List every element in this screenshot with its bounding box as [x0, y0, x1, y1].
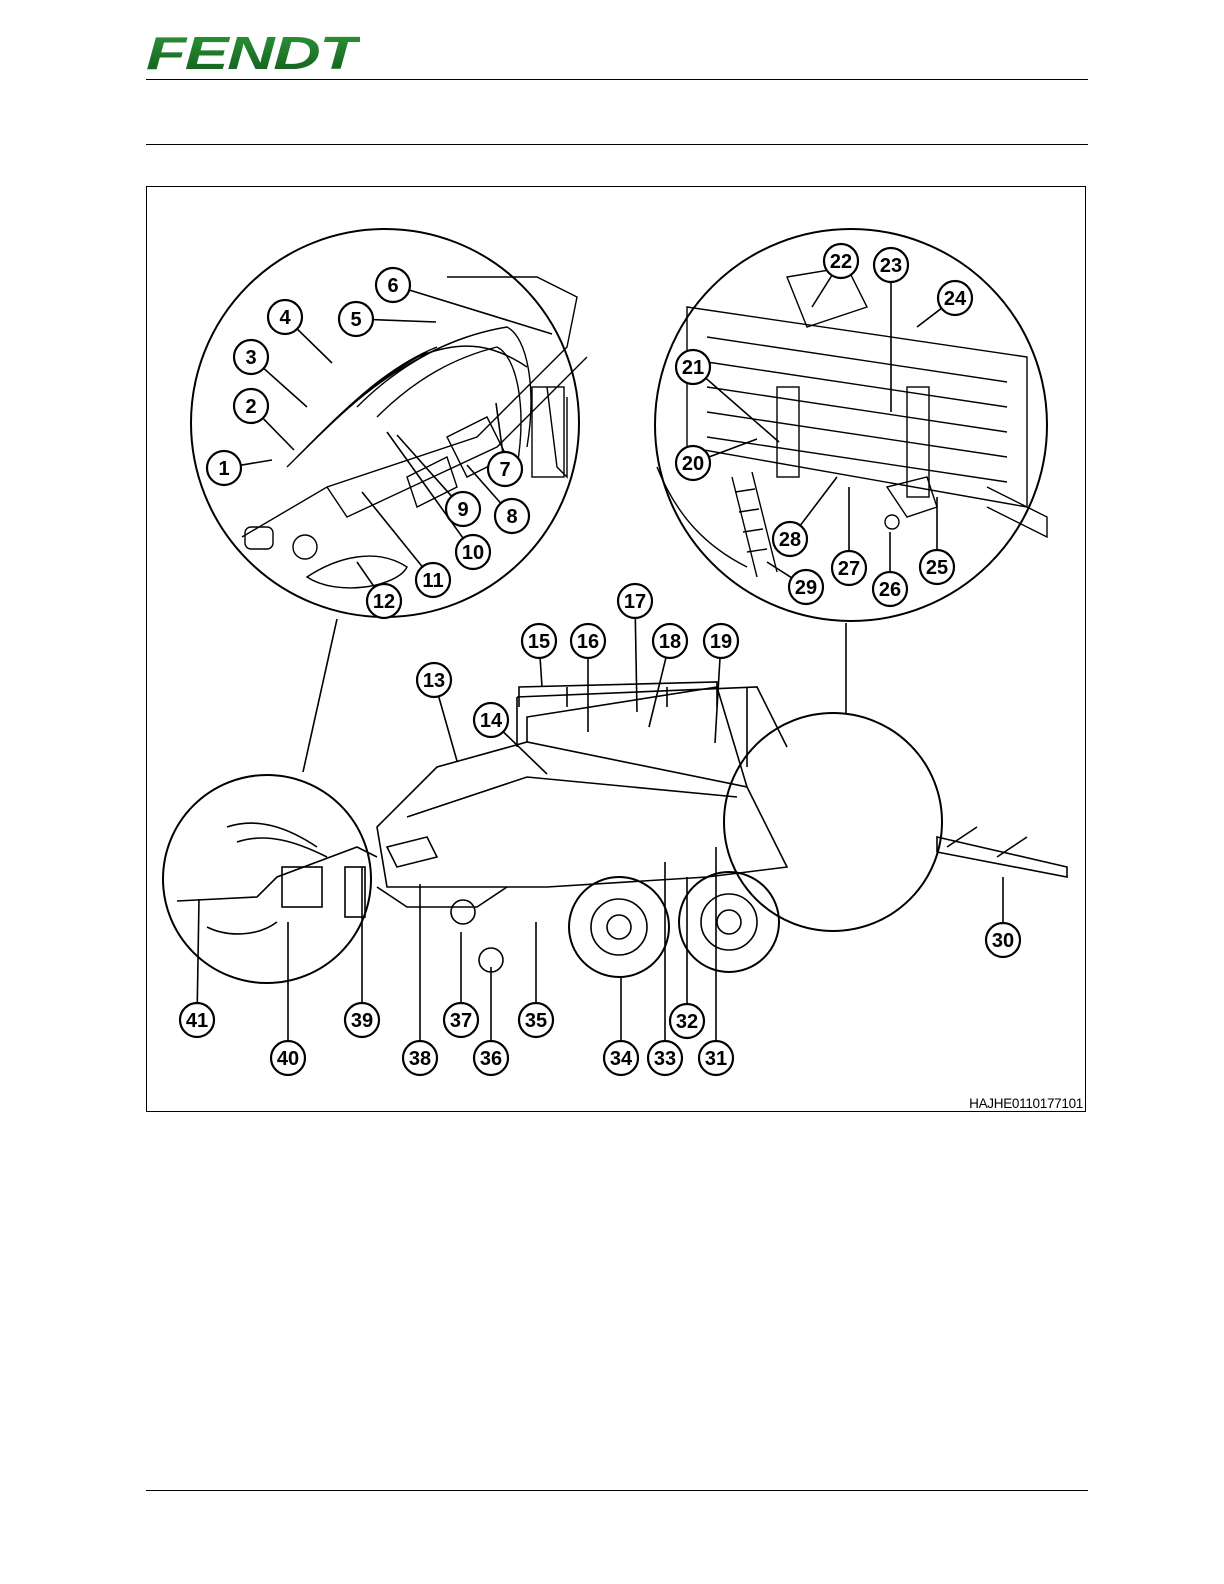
callout-number-8: 8: [506, 506, 517, 528]
callout-leader-14: [503, 732, 547, 774]
callout-number-32: 32: [676, 1011, 698, 1033]
callout-number-20: 20: [682, 453, 704, 475]
callout-number-34: 34: [610, 1048, 633, 1070]
figure-reference-code: HAJHE0110177101: [969, 1096, 1083, 1111]
callout-leader-10: [387, 432, 463, 538]
callout-number-11: 11: [422, 570, 443, 592]
callout-leader-5: [373, 320, 436, 322]
callout-number-38: 38: [409, 1048, 431, 1070]
callout-leader-17: [635, 618, 637, 712]
fendt-logo: FENDT: [146, 33, 360, 73]
callout-leader-20: [709, 439, 757, 457]
callout-number-19: 19: [710, 631, 732, 653]
callout-number-23: 23: [880, 255, 902, 277]
callout-number-26: 26: [879, 579, 901, 601]
callout-number-9: 9: [457, 499, 468, 521]
logo-wordmark: FENDT: [146, 33, 360, 73]
callout-leader-18: [649, 658, 666, 727]
callout-leader-29: [767, 562, 792, 578]
callout-number-10: 10: [462, 542, 484, 564]
callout-number-40: 40: [277, 1048, 299, 1070]
callout-number-18: 18: [659, 631, 681, 653]
callout-leader-41: [197, 899, 199, 1003]
callout-number-28: 28: [779, 529, 801, 551]
callout-number-29: 29: [795, 577, 817, 599]
callout-number-13: 13: [423, 670, 445, 692]
callout-leader-19: [715, 658, 720, 743]
callout-number-24: 24: [944, 288, 967, 310]
callout-number-22: 22: [830, 251, 852, 273]
callout-number-12: 12: [373, 591, 395, 613]
callout-number-25: 25: [926, 557, 948, 579]
callout-leader-28: [800, 477, 837, 525]
callout-number-39: 39: [351, 1010, 373, 1032]
callout-leader-2: [263, 418, 294, 450]
callout-number-21: 21: [682, 357, 704, 379]
callout-leader-9: [397, 435, 452, 496]
callout-number-6: 6: [387, 275, 398, 297]
callout-leader-12: [357, 562, 374, 587]
callout-number-36: 36: [480, 1048, 502, 1070]
callout-number-33: 33: [654, 1048, 676, 1070]
callout-number-15: 15: [528, 631, 550, 653]
callout-number-16: 16: [577, 631, 599, 653]
callout-leader-13: [439, 696, 457, 761]
callout-number-5: 5: [350, 309, 361, 331]
callout-number-3: 3: [245, 347, 256, 369]
callout-leader-4: [297, 329, 332, 363]
callout-leader-1: [241, 460, 272, 465]
callout-number-4: 4: [279, 307, 291, 329]
callout-leader-11: [362, 492, 422, 567]
callout-number-30: 30: [992, 930, 1014, 952]
header-rule-bottom: [146, 144, 1088, 145]
callout-leader-15: [540, 658, 542, 687]
callout-number-14: 14: [480, 710, 503, 732]
callout-leader-6: [409, 290, 552, 334]
callout-number-27: 27: [838, 558, 860, 580]
header-rule-top: [146, 79, 1088, 80]
callout-leader-3: [264, 368, 307, 407]
callout-number-17: 17: [624, 591, 646, 613]
callout-number-2: 2: [245, 396, 256, 418]
callout-number-41: 41: [186, 1010, 208, 1032]
callout-number-35: 35: [525, 1010, 547, 1032]
callout-number-31: 31: [705, 1048, 727, 1070]
callout-leader-7: [496, 403, 503, 452]
footer-rule: [146, 1490, 1088, 1491]
callout-leader-22: [812, 275, 832, 307]
callout-leader-24: [917, 308, 941, 327]
callout-number-37: 37: [450, 1010, 472, 1032]
callout-number-7: 7: [499, 459, 510, 481]
baler-overview-figure: 1234567891011121314151617181920212223242…: [146, 186, 1086, 1112]
callout-leader-21: [706, 378, 779, 442]
callout-number-1: 1: [218, 458, 229, 480]
